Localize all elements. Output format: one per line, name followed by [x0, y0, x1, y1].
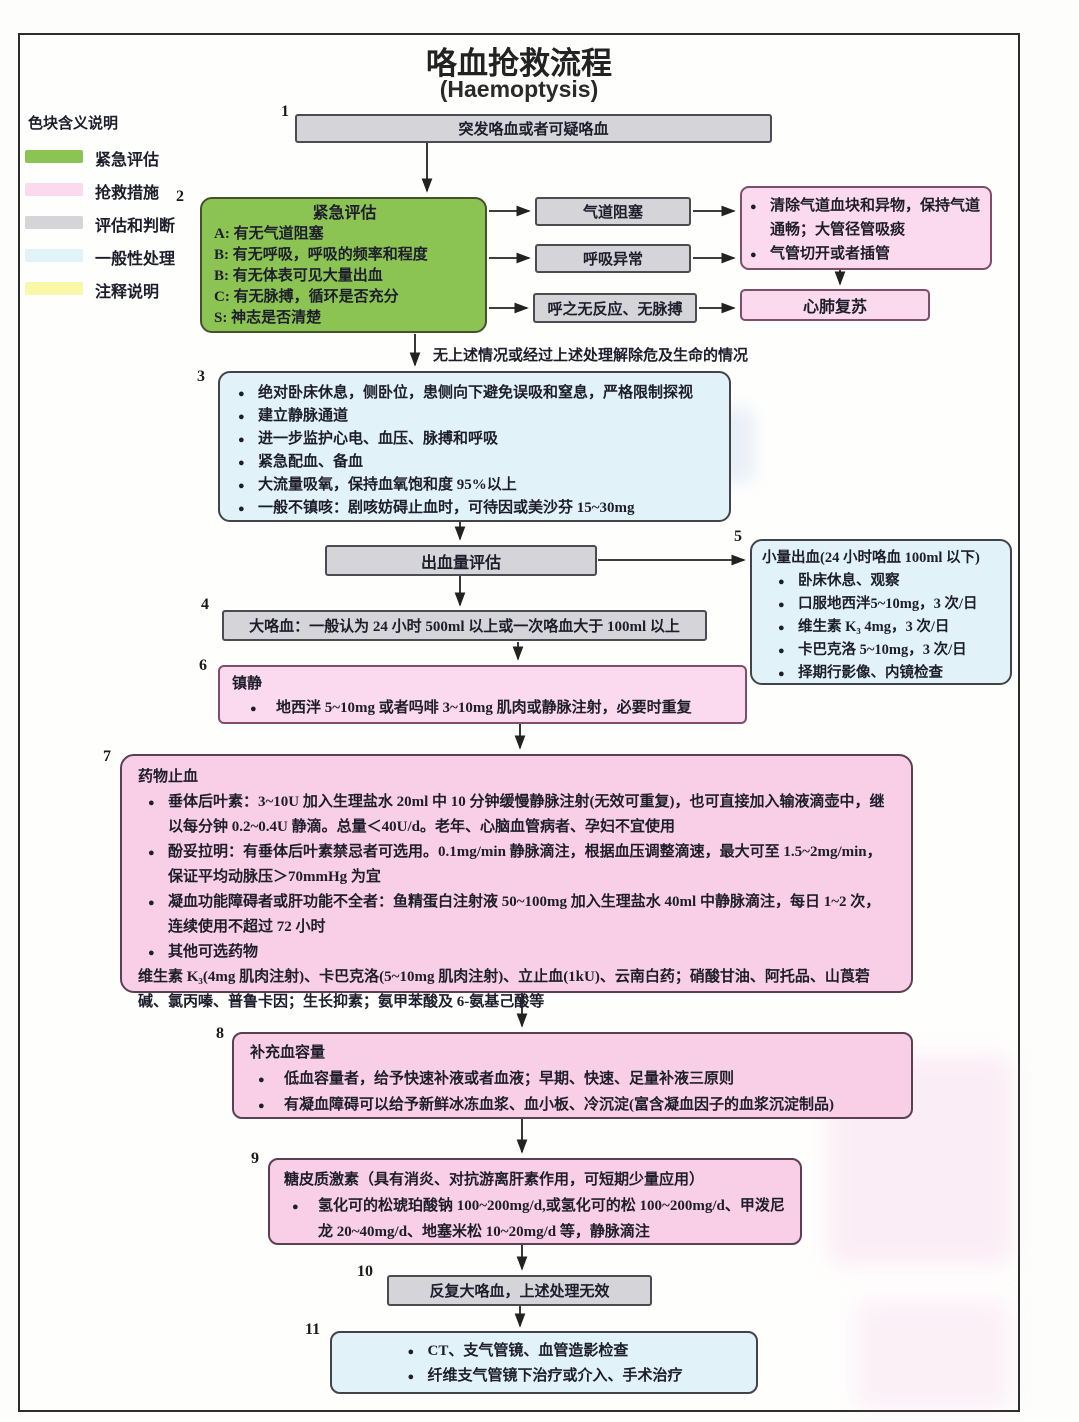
- measure-item: 有凝血障碍可以给予新鲜冰冻血浆、血小板、冷沉淀(富含凝血因子的血浆沉淀制品): [250, 1092, 895, 1119]
- measure-item: 进一步监护心电、血压、脉搏和呼吸: [236, 428, 723, 452]
- node-label: 出血量评估: [420, 554, 501, 572]
- step-number: 5: [734, 528, 742, 545]
- drug-item: 其他可选药物: [146, 940, 895, 966]
- measure-item: 气管切开或者插管: [748, 242, 984, 267]
- page-subtitle: (Haemoptysis): [439, 76, 599, 102]
- measure-item: 卡巴克洛 5~10mg，3 次/日: [776, 639, 1004, 663]
- measure-item: 紧急配血、备血: [236, 451, 723, 475]
- measure-item: 低血容量者，给予快速补液或者血液；早期、快速、足量补液三原则: [250, 1066, 895, 1093]
- node-replenish-blood-volume: 补充血容量 低血容量者，给予快速补液或者血液；早期、快速、足量补液三原则 有凝血…: [232, 1032, 913, 1119]
- node-general-measures: 绝对卧床休息，侧卧位，患侧向下避免误吸和窒息，严格限制探视 建立静脉通道 进一步…: [218, 371, 731, 522]
- measure-item: CT、支气管镜、血管造影检查: [405, 1339, 682, 1365]
- drug-item: 氢化可的松琥珀酸钠 100~200mg/d,或氢化可的松 100~200mg/d…: [284, 1193, 786, 1245]
- measure-item: 大流量吸氧，保持血氧饱和度 95%以上: [236, 474, 723, 498]
- legend-item-label: 评估和判断: [95, 218, 176, 235]
- step-number: 3: [197, 368, 205, 385]
- node-title: 药物止血: [138, 769, 199, 785]
- step-number: 6: [199, 657, 207, 674]
- page-title: 咯血抢救流程: [426, 46, 612, 81]
- node-title: 糖皮质激素（具有消炎、对抗游离肝素作用，可短期少量应用）: [284, 1172, 705, 1188]
- node-sedation: 镇静 地西泮 5~10mg 或者吗啡 3~10mg 肌肉或静脉注射，必要时重复: [218, 665, 747, 724]
- assessment-line: C: 有无脉搏，循环是否充分: [214, 289, 399, 305]
- node-emergency-assessment: 紧急评估 A: 有无气道阻塞 B: 有无呼吸，呼吸的频率和程度 B: 有无体表可…: [200, 197, 487, 333]
- node-abnormal-breathing: 呼吸异常: [535, 244, 691, 273]
- legend-item-label: 注释说明: [95, 284, 160, 301]
- node-label: 心肺复苏: [802, 299, 867, 316]
- node-further-interventions: CT、支气管镜、血管造影检查 纤维支气管镜下治疗或介入、手术治疗: [330, 1331, 758, 1394]
- measure-item: 口服地西泮5~10mg，3 次/日: [776, 593, 1004, 617]
- step-number: 8: [216, 1025, 224, 1042]
- other-drugs-text: 维生素 K₃(4mg 肌肉注射)、卡巴克洛(5~10mg 肌肉注射)、立止血(1…: [138, 969, 870, 1010]
- measure-item: 一般不镇咳：剧咳妨碍止血时，可待因或美沙芬 15~30mg: [236, 497, 723, 521]
- node-title: 紧急评估: [312, 205, 377, 222]
- step-number: 11: [305, 1321, 321, 1338]
- assessment-line: A: 有无气道阻塞: [214, 226, 324, 242]
- step-number: 9: [251, 1150, 259, 1167]
- node-sudden-haemoptysis: 突发咯血或者可疑咯血: [295, 114, 772, 143]
- drug-item: 凝血功能障碍者或肝功能不全者：鱼精蛋白注射液 50~100mg 加入生理盐水 4…: [146, 890, 895, 940]
- node-bleeding-volume-assessment: 出血量评估: [325, 545, 597, 576]
- drug-item: 酚妥拉明：有垂体后叶素禁忌者可选用。0.1mg/min 静脉滴注，根据血压调整滴…: [146, 840, 895, 890]
- node-clear-airway-measures: 清除气道血块和异物，保持气道通畅；大管径管吸痰 气管切开或者插管: [740, 186, 992, 270]
- node-massive-haemoptysis: 大咯血：一般认为 24 小时 500ml 以上或一次咯血大于 100ml 以上: [222, 610, 707, 641]
- legend-swatch-pink: [25, 183, 83, 196]
- legend-item-label: 抢救措施: [95, 185, 160, 202]
- step-number: 10: [357, 1263, 373, 1280]
- legend-item-label: 紧急评估: [95, 152, 160, 169]
- measure-item: 卧床休息、观察: [776, 570, 1004, 594]
- node-glucocorticoids: 糖皮质激素（具有消炎、对抗游离肝素作用，可短期少量应用） 氢化可的松琥珀酸钠 1…: [268, 1158, 802, 1245]
- node-title: 补充血容量: [250, 1045, 326, 1061]
- node-label: 突发咯血或者可疑咯血: [458, 122, 609, 138]
- node-label: 呼吸异常: [582, 252, 643, 268]
- node-title: 小量出血(24 小时咯血 100ml 以下): [762, 550, 980, 566]
- measure-item: 建立静脉通道: [236, 405, 723, 429]
- step-number: 2: [176, 188, 184, 205]
- measure-item: 地西泮 5~10mg 或者吗啡 3~10mg 肌肉或静脉注射，必要时重复: [242, 696, 733, 721]
- node-label: 反复大咯血，上述处理无效: [429, 1284, 610, 1300]
- legend-item-label: 一般性处理: [95, 251, 176, 268]
- step-number: 4: [201, 596, 209, 613]
- measure-item: 择期行影像、内镜检查: [776, 662, 1004, 686]
- step-number: 1: [281, 103, 289, 120]
- legend-swatch-green: [25, 150, 83, 163]
- drug-item: 垂体后叶素：3~10U 加入生理盐水 20ml 中 10 分钟缓慢静脉注射(无效…: [146, 790, 895, 840]
- assessment-line: B: 有无呼吸，呼吸的频率和程度: [214, 247, 428, 263]
- node-treatment-ineffective: 反复大咯血，上述处理无效: [387, 1275, 652, 1306]
- assessment-line: S: 神志是否清楚: [214, 310, 322, 326]
- measure-item: 清除气道血块和异物，保持气道通畅；大管径管吸痰: [748, 194, 984, 242]
- node-no-response-no-pulse: 呼之无反应、无脉搏: [533, 293, 697, 323]
- node-label: 气道阻塞: [582, 205, 643, 221]
- measure-item: 绝对卧床休息，侧卧位，患侧向下避免误吸和窒息，严格限制探视: [236, 382, 723, 406]
- legend-swatch-blue: [25, 249, 83, 262]
- legend-swatch-gray: [25, 216, 83, 229]
- node-drug-haemostasis: 药物止血 垂体后叶素：3~10U 加入生理盐水 20ml 中 10 分钟缓慢静脉…: [120, 754, 913, 1010]
- bypass-condition-label: 无上述情况或经过上述处理解除危及生命的情况: [433, 348, 749, 364]
- node-label: 大咯血：一般认为 24 小时 500ml 以上或一次咯血大于 100ml 以上: [249, 619, 680, 635]
- node-cpr: 心肺复苏: [740, 289, 930, 321]
- node-label: 呼之无反应、无脉搏: [547, 301, 683, 318]
- measure-item: 维生素 K₃ 4mg，3 次/日: [776, 616, 1004, 640]
- step-number: 7: [103, 748, 111, 765]
- assessment-line: B: 有无体表可见大量出血: [214, 268, 383, 284]
- node-minor-bleeding: 小量出血(24 小时咯血 100ml 以下) 卧床休息、观察 口服地西泮5~10…: [750, 539, 1012, 686]
- legend-header: 色块含义说明: [28, 116, 119, 132]
- measure-item: 纤维支气管镜下治疗或介入、手术治疗: [405, 1364, 682, 1390]
- node-airway-obstruction: 气道阻塞: [535, 197, 691, 226]
- node-title: 镇静: [232, 676, 263, 692]
- legend-swatch-yellow: [25, 282, 83, 295]
